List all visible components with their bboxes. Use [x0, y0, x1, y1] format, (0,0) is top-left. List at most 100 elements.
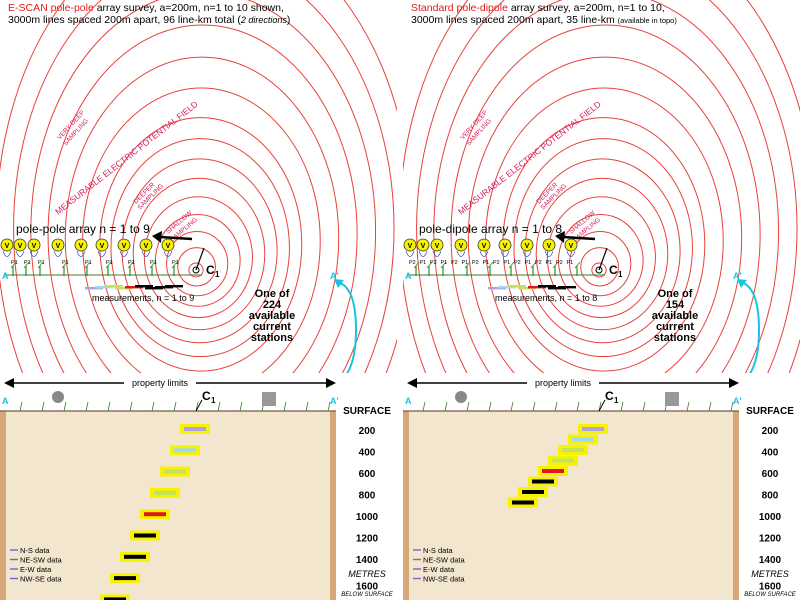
voltmeter-icon	[416, 238, 430, 252]
depth-bar	[552, 458, 574, 463]
measurements-label: measurements, n = 1 to 8	[495, 293, 597, 303]
contour-line	[467, 56, 743, 420]
pole-dipole-panel: Standard pole-dipole array survey, a=200…	[403, 0, 800, 600]
voltmeter-icon	[74, 238, 88, 252]
contour-line	[177, 247, 216, 287]
wire-icon	[119, 250, 129, 257]
electrode-label: P1	[462, 260, 469, 266]
panel-title: Standard pole-dipole array survey, a=200…	[411, 2, 677, 27]
link-arrow	[336, 281, 358, 385]
depth-label: 1200	[759, 534, 782, 545]
grass-icon	[37, 261, 44, 269]
label-bg	[527, 376, 599, 389]
current-sub: 1	[215, 270, 220, 279]
grass-icon	[305, 401, 309, 412]
voltmeter-label: V	[525, 243, 530, 250]
current-sub: 1	[211, 396, 216, 405]
grass-icon	[422, 401, 426, 412]
grass-icon	[105, 261, 112, 269]
soil-edge	[0, 411, 6, 600]
stations-text: 224	[263, 299, 282, 311]
contour-line	[166, 231, 229, 297]
voltmeter-label: V	[421, 243, 426, 250]
measurement-bar	[548, 287, 566, 290]
line-start-label: A	[405, 396, 412, 406]
metres-label: METRES	[751, 569, 789, 579]
grass-icon	[444, 401, 448, 412]
current-wire	[598, 399, 606, 412]
arrow-head	[334, 279, 344, 288]
grass-icon	[10, 261, 17, 269]
depth-label: 600	[762, 469, 779, 480]
electrode-label: P1	[24, 260, 31, 266]
electrode-label: P2	[409, 260, 416, 266]
grass-icon	[61, 261, 68, 269]
grass-icon	[84, 261, 91, 269]
voltmeter-label: V	[100, 243, 105, 250]
grass-icon	[173, 401, 177, 412]
depth-bar	[154, 490, 176, 495]
depth-bars	[100, 424, 210, 600]
wire-icon	[163, 250, 173, 257]
title-highlight: E-SCAN pole-pole	[8, 2, 94, 14]
electrode-label: P1	[441, 260, 448, 266]
voltmeter-label: V	[5, 243, 10, 250]
electrode-label: P2	[514, 260, 521, 266]
depth-label: 1400	[356, 555, 379, 566]
depth-bar	[134, 533, 156, 538]
legend-item: N-S data	[423, 546, 453, 555]
stations-text: available	[652, 310, 698, 322]
measurement-bar	[145, 287, 163, 290]
electrode-label: P2	[535, 260, 542, 266]
depth-bar	[542, 469, 564, 473]
grass-icon	[63, 401, 67, 412]
wire-icon	[53, 250, 63, 257]
current-wire	[195, 247, 205, 271]
depth-label: 1000	[356, 512, 379, 523]
stations-text: 154	[666, 299, 685, 311]
depth-label: 800	[359, 491, 376, 502]
wire-icon	[432, 250, 442, 257]
current-label: C	[202, 389, 211, 403]
grass-icon	[576, 401, 580, 412]
depth-bar	[512, 500, 534, 505]
depth-bars	[508, 424, 608, 508]
grass-icon	[488, 401, 492, 412]
grass-icon	[464, 261, 471, 269]
stations-text: available	[249, 310, 295, 322]
property-limits-label: property limits	[535, 378, 592, 388]
depth-label: 1000	[759, 512, 782, 523]
depth-bar	[522, 490, 544, 494]
grass-icon	[171, 261, 178, 269]
arrow-head	[152, 231, 162, 243]
depth-label: 1200	[356, 534, 379, 545]
electrode-label: P1	[128, 260, 135, 266]
title-line2: 3000m lines spaced 200m apart, 96 line-k…	[8, 14, 241, 26]
voltmeter-label: V	[408, 243, 413, 250]
voltmeter-label: V	[435, 243, 440, 250]
legend-item: NE-SW data	[423, 556, 466, 565]
legend-item: NE-SW data	[20, 556, 63, 565]
contour-line	[557, 214, 644, 307]
depth-bar	[184, 427, 206, 431]
voltmeter-label: V	[144, 243, 149, 250]
electrode-label: P1	[567, 260, 574, 266]
grass-icon	[127, 261, 134, 269]
voltmeter-icon	[430, 238, 444, 252]
voltmeter-label: V	[569, 243, 574, 250]
grass-icon	[574, 261, 581, 269]
voltmeter-label: V	[503, 243, 508, 250]
grass-icon	[508, 261, 515, 269]
label-bg	[124, 376, 196, 389]
measurement-bar	[488, 287, 506, 290]
depth-bar	[114, 576, 136, 581]
measurement-bar	[85, 287, 103, 290]
depth-label: 200	[359, 426, 376, 437]
contour-line	[82, 87, 321, 395]
voltmeter-label: V	[166, 243, 171, 250]
grass-icon	[466, 401, 470, 412]
grass-icon	[149, 261, 156, 269]
survey-diagram: MEASURABLE ELECTRIC POTENTIAL FIELDVERY …	[0, 0, 397, 600]
measurement-bar	[155, 286, 173, 289]
measurement-bar	[165, 285, 183, 288]
